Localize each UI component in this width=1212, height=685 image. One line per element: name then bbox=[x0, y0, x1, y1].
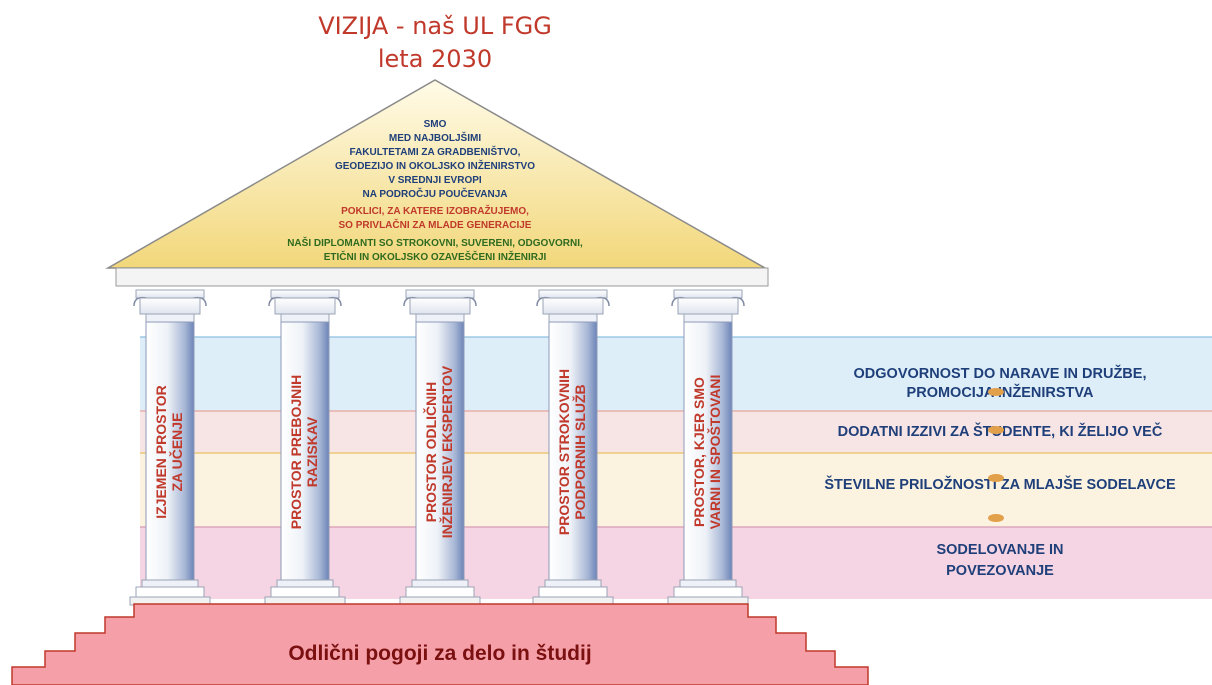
column-label-line2: RAZISKAV bbox=[304, 416, 320, 487]
band-label: ŠTEVILNE PRILOŽNOSTI ZA MLAJŠE SODELAVCE bbox=[824, 475, 1176, 493]
band-label: SODELOVANJE IN bbox=[936, 542, 1063, 558]
band-connector bbox=[988, 514, 1004, 522]
band-connector bbox=[988, 474, 1004, 482]
column-label-line2: INŽENIRJEV EKSPERTOV bbox=[438, 365, 455, 538]
pediment-graduates-line: ETIČNI IN OKOLJSKO OZAVEŠČENI INŽENIRJI bbox=[324, 250, 547, 263]
entablature bbox=[115, 267, 769, 287]
pediment-mission-line: MED NAJBOLJŠIMI bbox=[389, 131, 481, 144]
column-label-line1: PROSTOR STROKOVNIH bbox=[556, 369, 572, 535]
pediment-mission-line: SMO bbox=[424, 119, 447, 130]
column-label-line2: PODPORNIH SLUŽB bbox=[571, 384, 588, 519]
pediment-mission-line: FAKULTETAMI ZA GRADBENIŠTVO, bbox=[350, 145, 521, 158]
column-label-line1: IZJEMEN PROSTOR bbox=[153, 385, 169, 519]
band-connector bbox=[988, 388, 1004, 396]
pediment-mission-line: GEODEZIJO IN OKOLJSKO INŽENIRSTVO bbox=[335, 159, 535, 172]
band-label: POVEZOVANJE bbox=[946, 563, 1054, 579]
base-label: Odlični pogoji za delo in študij bbox=[288, 642, 591, 665]
pediment-career-line: POKLICI, ZA KATERE IZOBRAŽUJEMO, bbox=[341, 204, 529, 217]
band-connector bbox=[988, 426, 1004, 434]
vision-title: VIZIJA - naš UL FGG bbox=[318, 12, 552, 40]
vision-year: leta 2030 bbox=[378, 45, 492, 73]
pediment-mission-line: NA PODROČJU POUČEVANJA bbox=[362, 187, 507, 200]
band-label: ODGOVORNOST DO NARAVE IN DRUŽBE, bbox=[854, 364, 1147, 382]
pediment-career-line: SO PRIVLAČNI ZA MLADE GENERACIJE bbox=[339, 218, 532, 231]
pediment-graduates-line: NAŠI DIPLOMANTI SO STROKOVNI, SUVERENI, … bbox=[287, 236, 583, 249]
pediment-mission-line: V SREDNJI EVROPI bbox=[388, 175, 482, 186]
column-label-line2: ZA UČENJE bbox=[168, 413, 185, 492]
column-label-line1: PROSTOR ODLIČNIH bbox=[422, 382, 439, 523]
column-label-line1: PROSTOR, KJER SMO bbox=[691, 377, 707, 527]
column-label-line1: PROSTOR PREBOJNIH bbox=[288, 375, 304, 530]
base-steps bbox=[11, 603, 869, 685]
column-label-line2: VARNI IN SPOŠTOVANI bbox=[706, 375, 723, 530]
